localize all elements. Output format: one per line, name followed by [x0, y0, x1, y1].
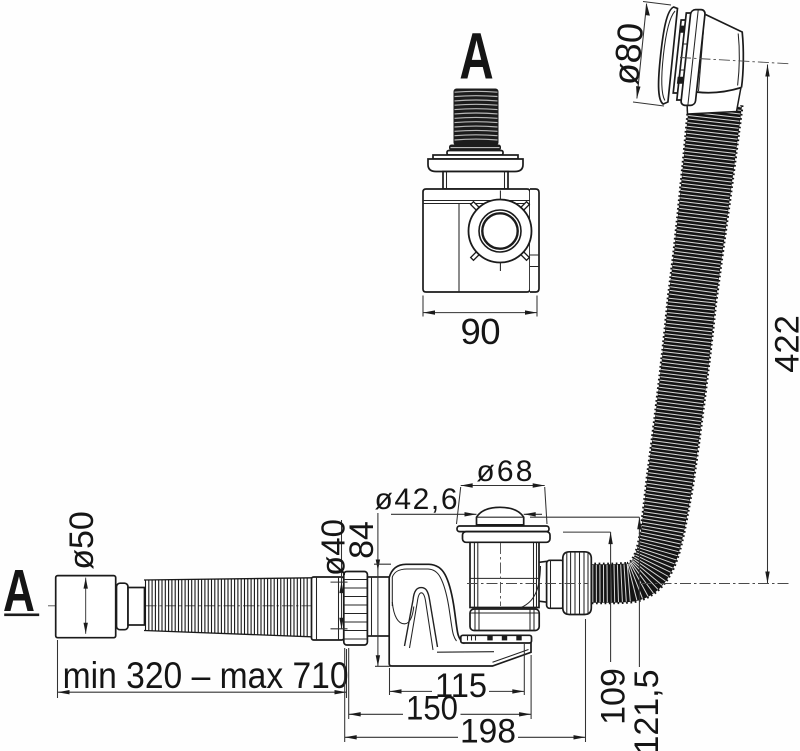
svg-text:ø50: ø50 [63, 511, 101, 570]
svg-text:150: 150 [406, 690, 458, 728]
svg-text:90: 90 [461, 311, 501, 352]
svg-text:ø80: ø80 [605, 21, 651, 86]
svg-text:109: 109 [595, 668, 633, 725]
svg-text:ø42,6: ø42,6 [375, 483, 458, 516]
svg-text:198: 198 [460, 713, 516, 751]
svg-text:422: 422 [769, 315, 800, 373]
svg-text:min 320 – max 710: min 320 – max 710 [63, 654, 349, 696]
svg-text:115: 115 [435, 667, 487, 705]
svg-text:ø68: ø68 [476, 455, 532, 488]
svg-text:A: A [459, 20, 493, 93]
svg-text:ø40: ø40 [315, 519, 352, 576]
svg-text:84: 84 [343, 521, 381, 559]
svg-text:121,5: 121,5 [628, 669, 666, 751]
